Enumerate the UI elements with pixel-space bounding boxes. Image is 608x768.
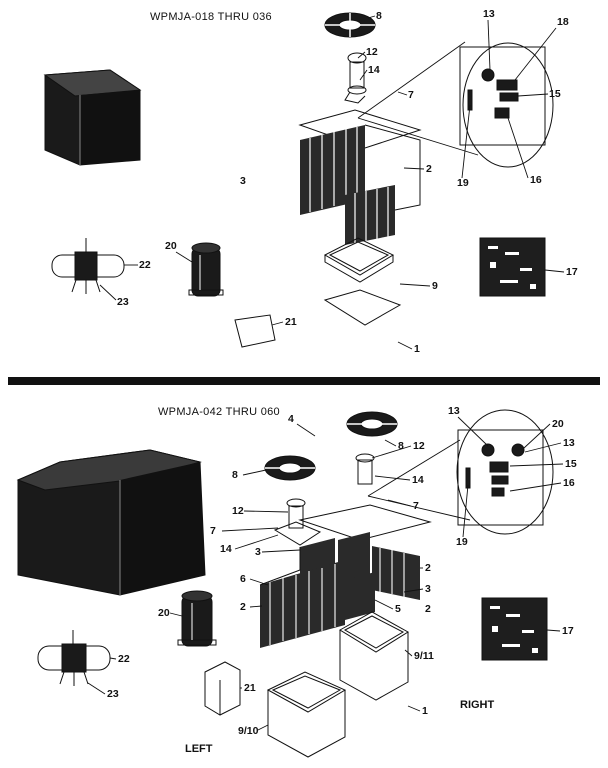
callout: 2 — [426, 163, 432, 175]
callout: 12 — [366, 46, 378, 58]
callout: 8 — [232, 469, 238, 481]
callout: 14 — [412, 474, 424, 486]
callout: 9/10 — [238, 725, 259, 737]
lower-fan-guard-left — [264, 455, 316, 481]
callout: 21 — [244, 682, 256, 694]
callout: 16 — [563, 477, 575, 489]
callout: 15 — [565, 458, 577, 470]
lower-accumulator — [37, 630, 111, 686]
lower-title: WPMJA-042 THRU 060 — [158, 406, 280, 418]
callout: 20 — [165, 240, 177, 252]
lower-cabinet — [259, 504, 432, 648]
lower-fan-guard-right — [346, 411, 398, 437]
callout: 19 — [456, 536, 468, 548]
upper-coils — [300, 124, 421, 245]
callout: 4 — [288, 413, 294, 425]
upper-title: WPMJA-018 THRU 036 — [150, 11, 272, 23]
callout: 12 — [232, 505, 244, 517]
upper-fan-guard — [324, 12, 376, 38]
callout: 16 — [530, 174, 542, 186]
callout: 13 — [563, 437, 575, 449]
callout: 20 — [158, 607, 170, 619]
callout: 19 — [457, 177, 469, 189]
lower-base-pans — [266, 611, 409, 758]
callout: 9 — [432, 280, 438, 292]
callout: 7 — [413, 500, 419, 512]
right-label: RIGHT — [460, 699, 495, 711]
upper-access-panel — [234, 314, 276, 348]
upper-compressor — [188, 242, 224, 297]
callout: 1 — [422, 705, 428, 717]
callout: 22 — [139, 259, 151, 271]
upper-leaders — [99, 15, 565, 350]
upper-fan-motor — [344, 52, 367, 104]
callout: 15 — [549, 88, 561, 100]
upper-control-box-detail — [357, 41, 554, 168]
callout: 8 — [398, 440, 404, 452]
upper-accumulator — [51, 238, 125, 294]
callout: 20 — [552, 418, 564, 430]
callout: 2 — [425, 603, 431, 615]
callout: 13 — [483, 8, 495, 20]
lower-control-box-detail — [367, 409, 554, 535]
upper-callouts: 8 12 14 7 13 18 15 16 19 2 3 20 22 23 21… — [117, 8, 578, 355]
callout: 23 — [107, 688, 119, 700]
lower-compressor — [177, 590, 217, 647]
upper-base-pan — [323, 237, 402, 326]
callout: 23 — [117, 296, 129, 308]
callout: 2 — [240, 601, 246, 613]
callout: 14 — [220, 543, 232, 555]
section-divider — [8, 377, 600, 385]
callout: 5 — [395, 603, 401, 615]
callout: 1 — [414, 343, 420, 355]
callout: 7 — [408, 89, 414, 101]
lower-section: WPMJA-042 THRU 060 — [16, 405, 577, 758]
lower-access-panel — [204, 661, 241, 716]
upper-assembled-unit — [43, 69, 142, 166]
callout: 17 — [562, 625, 574, 637]
upper-section: WPMJA-018 THRU 036 — [43, 8, 578, 355]
callout: 3 — [425, 583, 431, 595]
lower-control-board — [481, 597, 548, 661]
callout: 18 — [557, 16, 569, 28]
callout: 21 — [285, 316, 297, 328]
callout: 14 — [368, 64, 380, 76]
callout: 3 — [255, 546, 261, 558]
lower-fan-motors — [273, 453, 375, 546]
callout: 22 — [118, 653, 130, 665]
callout: 12 — [413, 440, 425, 452]
callout: 6 — [240, 573, 246, 585]
callout: 17 — [566, 266, 578, 278]
lower-callouts: 4 8 12 13 20 13 15 14 16 7 8 12 7 19 14 … — [107, 405, 577, 737]
callout: 9/11 — [414, 650, 434, 662]
callout: 8 — [376, 10, 382, 22]
callout: 7 — [210, 525, 216, 537]
callout: 3 — [240, 175, 246, 187]
upper-control-board — [479, 237, 546, 297]
callout: 13 — [448, 405, 460, 417]
callout: 2 — [425, 562, 431, 574]
lower-assembled-unit — [16, 449, 206, 596]
left-label: LEFT — [185, 743, 213, 755]
lower-leaders — [87, 416, 564, 731]
